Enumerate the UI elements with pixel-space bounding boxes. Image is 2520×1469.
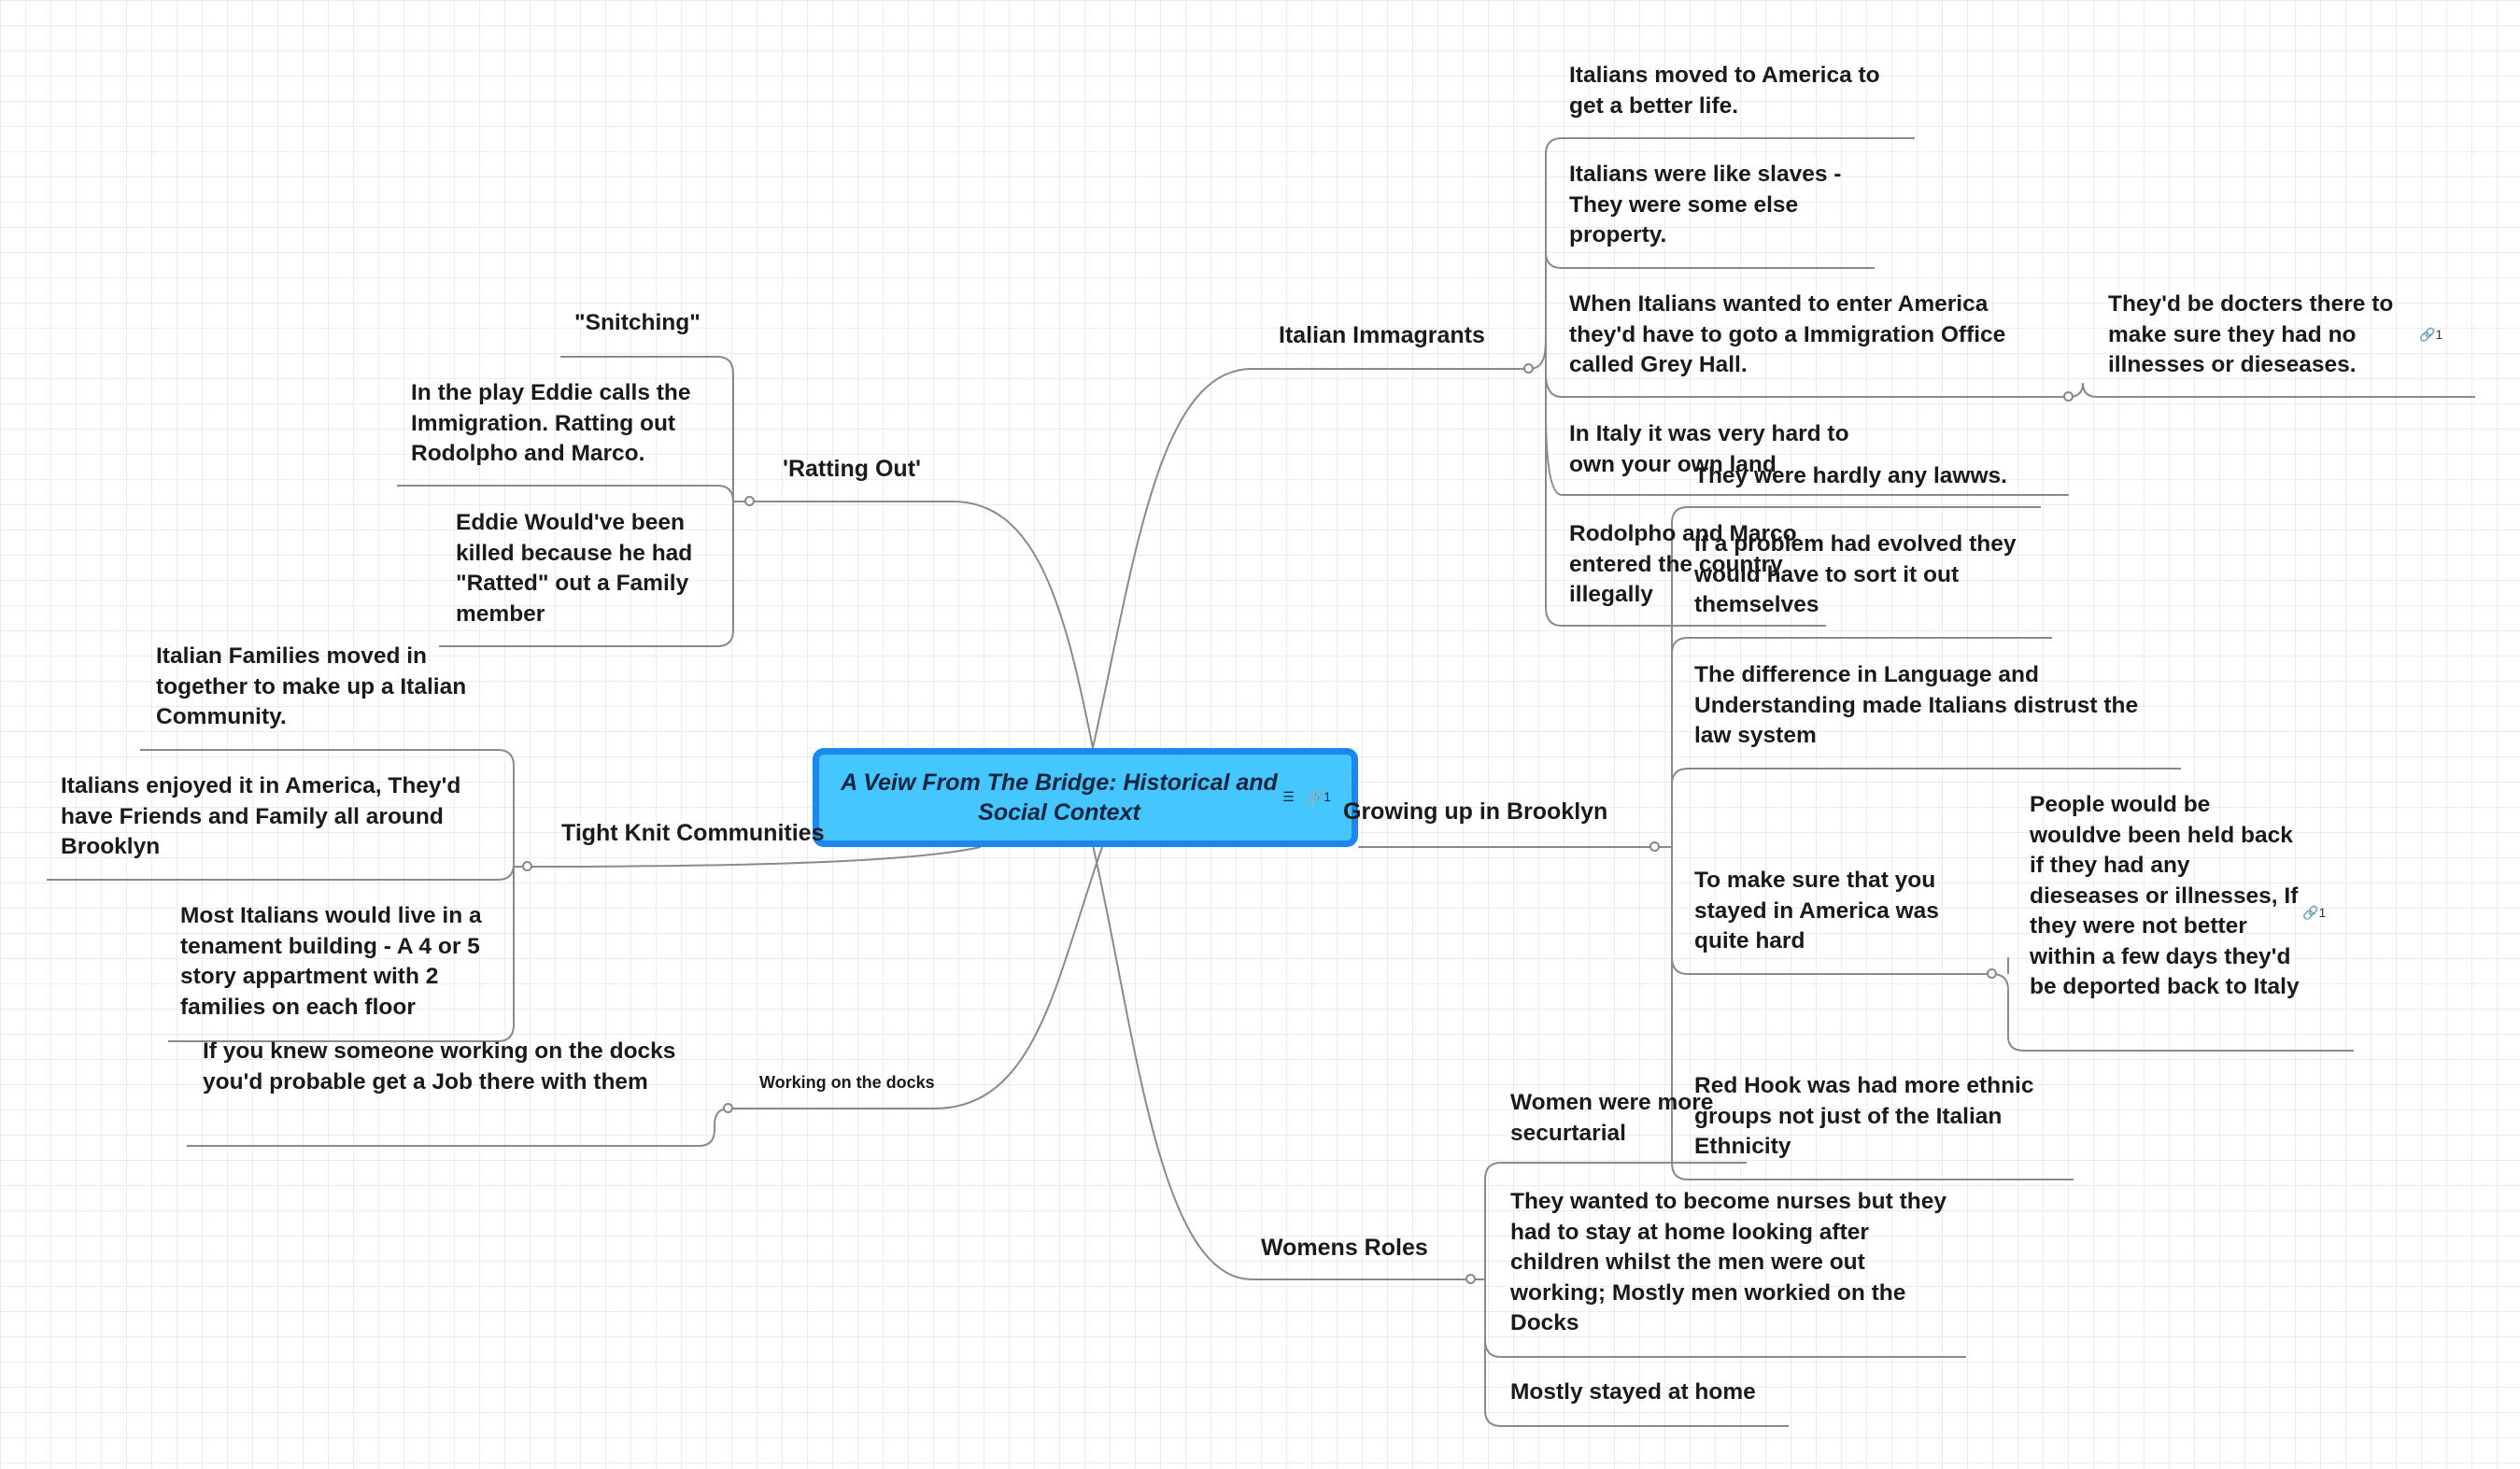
- topic-snitching[interactable]: "Snitching": [574, 310, 701, 335]
- branch-working-docks[interactable]: Working on the docks: [759, 1073, 935, 1092]
- topic-hardly-laws[interactable]: They were hardly any lawws.: [1694, 463, 2007, 488]
- branch-tight-knit[interactable]: Tight Knit Communities: [561, 820, 825, 846]
- topic-securtarial[interactable]: Women were more securtarial: [1510, 1090, 1714, 1146]
- branch-node-dot[interactable]: [744, 496, 755, 506]
- link-count: 1: [1324, 789, 1331, 804]
- topic-like-slaves[interactable]: Italians were like slaves - They were so…: [1569, 162, 1842, 247]
- branch-node-dot[interactable]: [522, 861, 532, 871]
- topic-tenament[interactable]: Most Italians would live in a tenament b…: [180, 903, 482, 1020]
- branch-node-dot[interactable]: [1523, 363, 1534, 374]
- topic-distrust-law[interactable]: The difference in Language and Understan…: [1694, 662, 2139, 748]
- topic-eddie-calls[interactable]: In the play Eddie calls the Immigration.…: [411, 380, 691, 466]
- branch-womens-roles[interactable]: Womens Roles: [1261, 1235, 1428, 1261]
- topic-sort-it-out[interactable]: If a problem had evolved they would have…: [1694, 531, 2017, 617]
- branch-ratting-out[interactable]: 'Ratting Out': [783, 456, 921, 482]
- topic-stayed-home[interactable]: Mostly stayed at home: [1510, 1379, 1756, 1405]
- topic-grey-hall[interactable]: When Italians wanted to enter America th…: [1569, 291, 2006, 377]
- branch-node-dot[interactable]: [1465, 1274, 1476, 1284]
- note-icon[interactable]: ☰: [1282, 789, 1295, 804]
- topic-enjoyed-america[interactable]: Italians enjoyed it in America, They'd h…: [61, 773, 461, 859]
- topic-families-moved[interactable]: Italian Families moved in together to ma…: [156, 643, 467, 729]
- branch-growing-up-brooklyn[interactable]: Growing up in Brooklyn: [1343, 798, 1608, 825]
- topic-own-land[interactable]: In Italy it was very hard to own your ow…: [1569, 421, 1849, 477]
- branch-node-dot[interactable]: [723, 1103, 733, 1113]
- branch-italian-immagrants[interactable]: Italian Immagrants: [1279, 322, 1485, 348]
- topic-eddie-killed[interactable]: Eddie Would've been killed because he ha…: [456, 510, 693, 627]
- topic-job-docks[interactable]: If you knew someone working on the docks…: [203, 1038, 676, 1095]
- link-icon[interactable]: 🔗1: [2302, 905, 2327, 920]
- link-icon[interactable]: 🔗1: [1307, 789, 1331, 804]
- topic-stay-in-america[interactable]: To make sure that you stayed in America …: [1694, 868, 1939, 953]
- subtopic-deported[interactable]: People would be wouldve been held back i…: [2030, 792, 2300, 999]
- topic-nurses[interactable]: They wanted to become nurses but they ha…: [1510, 1189, 1947, 1335]
- branch-node-dot[interactable]: [1649, 841, 1660, 852]
- topic-illegal-entry[interactable]: Rodolpho and Marco entered the country i…: [1569, 521, 1797, 607]
- central-topic-icons: ☰ 🔗1: [1282, 790, 1331, 803]
- branch-node-dot[interactable]: [1987, 968, 1997, 979]
- central-topic-title: A Veiw From The Bridge: Historical and S…: [841, 770, 1278, 826]
- link-icon[interactable]: 🔗1: [2419, 327, 2443, 342]
- topic-red-hook[interactable]: Red Hook was had more ethnic groups not …: [1694, 1073, 2034, 1159]
- branch-node-dot[interactable]: [2063, 391, 2074, 402]
- subtopic-docters[interactable]: They'd be docters there to make sure the…: [2108, 291, 2394, 377]
- central-topic[interactable]: A Veiw From The Bridge: Historical and S…: [813, 748, 1358, 847]
- topic-better-life[interactable]: Italians moved to America to get a bette…: [1569, 63, 1880, 119]
